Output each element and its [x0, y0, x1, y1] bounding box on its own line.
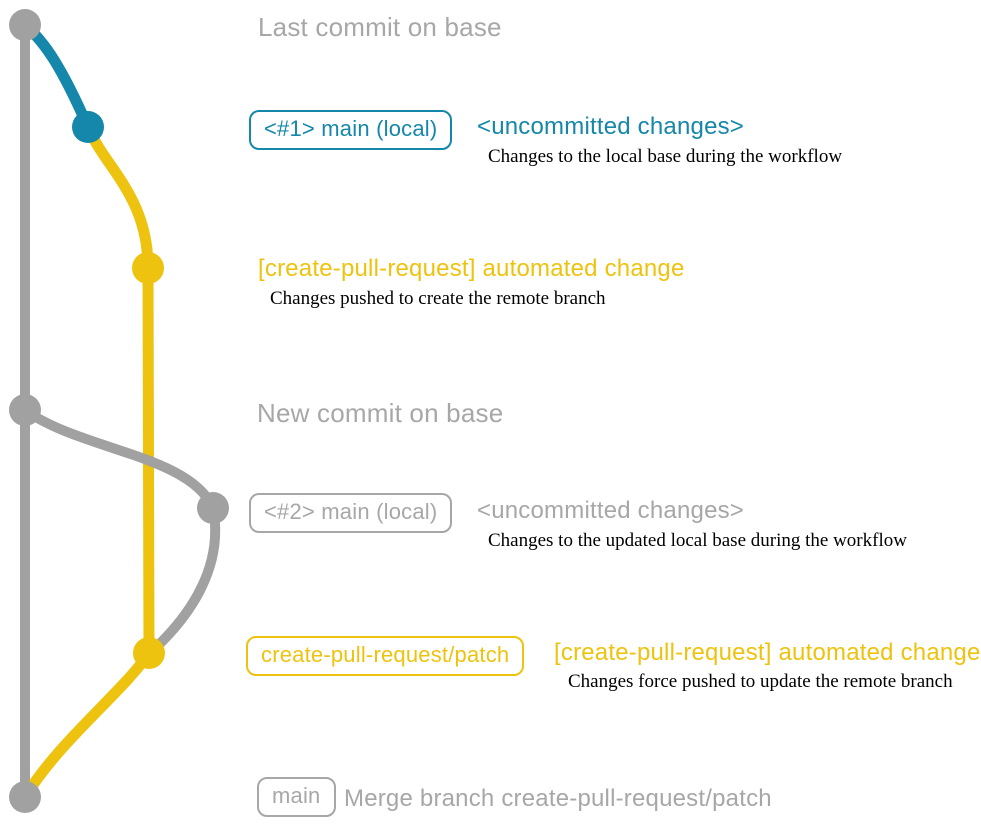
- commit-note-uncommitted-2: Changes to the updated local base during…: [488, 530, 907, 551]
- commit-message-merge: Merge branch create-pull-request/patch: [344, 785, 772, 812]
- commit-node-local-2: [197, 492, 229, 524]
- branch-tag-main-local-1: <#1> main (local): [249, 110, 453, 150]
- label-last-commit-on-base: Last commit on base: [258, 12, 502, 42]
- local-change-curve: [21, 20, 94, 130]
- commit-message-uncommitted-2: <uncommitted changes>: [477, 497, 745, 524]
- commit-node-patch-1: [132, 252, 164, 284]
- commit-message-uncommitted-1: <uncommitted changes>: [477, 113, 745, 140]
- commit-graph: [9, 9, 229, 813]
- branch-tag-main-local-2: <#2> main (local): [249, 493, 453, 533]
- commit-message-automated-2: [create-pull-request] automated change: [554, 639, 981, 666]
- patch-branch-create-curve: [82, 124, 154, 269]
- commit-message-automated-1: [create-pull-request] automated change: [258, 255, 685, 282]
- commit-node-local-1: [72, 111, 104, 143]
- commit-node-new-base: [9, 394, 41, 426]
- commit-node-patch-2: [133, 637, 165, 669]
- merge-curve: [20, 649, 154, 800]
- label-new-commit-on-base: New commit on base: [257, 398, 504, 428]
- commit-node-last-base: [9, 9, 41, 41]
- commit-node-merge: [9, 781, 41, 813]
- branch-tag-main: main: [257, 777, 336, 817]
- commit-note-automated-2: Changes force pushed to update the remot…: [568, 671, 953, 692]
- commit-note-uncommitted-1: Changes to the local base during the wor…: [488, 146, 843, 167]
- base-update-curve: [22, 405, 218, 511]
- commit-note-automated-1: Changes pushed to create the remote bran…: [270, 288, 606, 309]
- rebase-into-patch-curve: [146, 507, 221, 657]
- branch-tag-create-pull-request-patch: create-pull-request/patch: [246, 636, 525, 676]
